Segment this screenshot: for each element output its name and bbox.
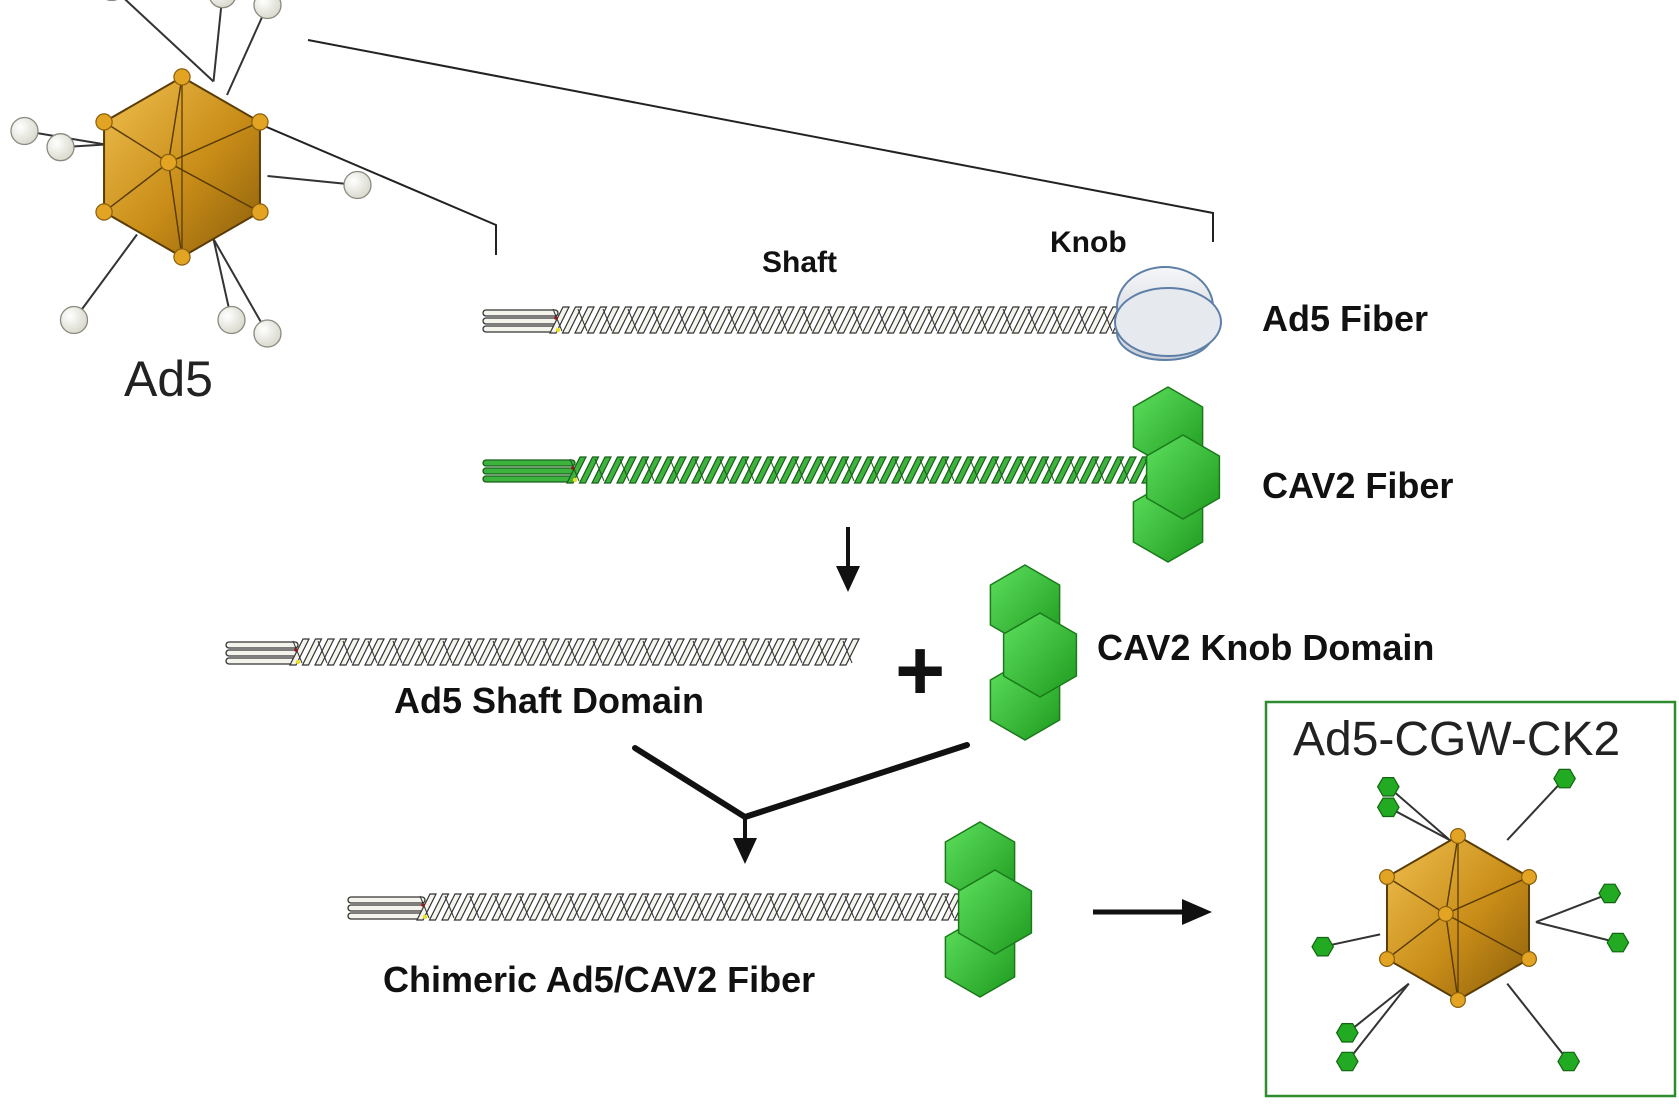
- ad5-fiber-label: Ad5 Fiber: [1262, 298, 1429, 339]
- down-arrow-1: [836, 527, 860, 592]
- ad5-shaft-domain: [225, 638, 860, 666]
- ad5-cgw-ck2-virion-icon: [1311, 768, 1630, 1072]
- merge-arrow: [632, 742, 970, 820]
- down-arrow-2: [733, 817, 757, 864]
- cav2-knob-domain: [989, 564, 1078, 741]
- ad5-virion-icon: [10, 0, 372, 348]
- cav2-fiber-shaft: [482, 456, 1162, 484]
- chimeric-fiber-knob: [944, 821, 1033, 998]
- cav2-fiber-knob: [1132, 386, 1221, 563]
- ad5-fiber-shaft: [482, 306, 1133, 334]
- chimeric-fiber-label: Chimeric Ad5/CAV2 Fiber: [383, 959, 816, 1000]
- result-box: [1264, 700, 1677, 1098]
- ad5-shaft-domain-label: Ad5 Shaft Domain: [394, 680, 705, 721]
- zoom-lines: [254, 39, 1214, 255]
- plus-sign: +: [895, 623, 946, 719]
- right-arrow: [1093, 899, 1212, 925]
- ad5-fiber-knob: [1114, 266, 1222, 361]
- cav2-fiber-label: CAV2 Fiber: [1262, 465, 1454, 506]
- result-virus-label: Ad5-CGW-CK2: [1293, 713, 1621, 766]
- chimeric-fiber-shaft: [347, 893, 975, 921]
- knob-label: Knob: [1050, 226, 1127, 259]
- virus-label: Ad5: [124, 351, 213, 407]
- cav2-knob-domain-label: CAV2 Knob Domain: [1097, 627, 1435, 668]
- shaft-label: Shaft: [762, 246, 837, 279]
